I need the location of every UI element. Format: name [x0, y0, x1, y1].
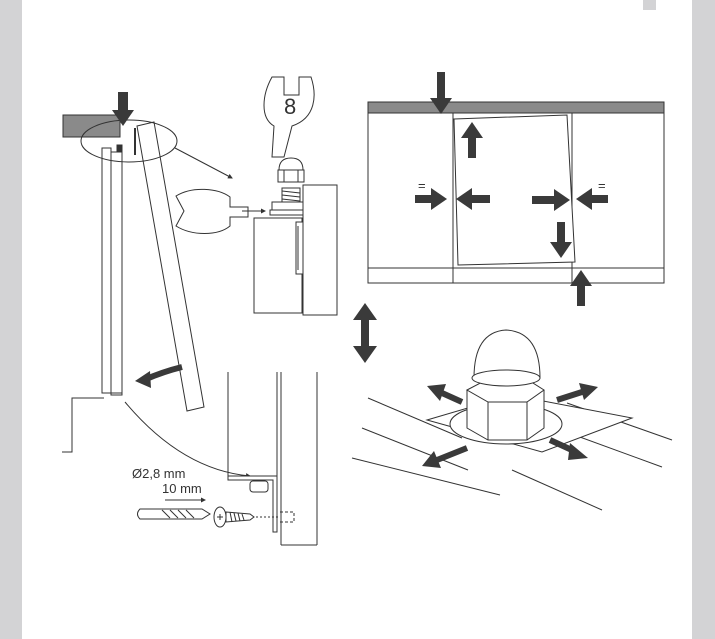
left-down-arrow-icon: [422, 445, 469, 468]
cabinet-side-panel: [101, 147, 112, 394]
left-arrow-icon: [576, 188, 608, 210]
up-arrow-icon: [570, 270, 592, 306]
equal-mark-right: =: [598, 178, 606, 193]
plinth-outline: [62, 397, 104, 453]
right-up-arrow-icon: [556, 383, 598, 403]
drill-bit-icon: [137, 508, 211, 520]
side-wrench-icon: [175, 188, 249, 234]
up-arrow-icon: [461, 122, 483, 158]
down-arrow-icon: [112, 92, 134, 126]
worktop-block: [62, 114, 121, 138]
cap-nut-icon: [278, 157, 304, 171]
side-view-figure: [62, 114, 251, 479]
wrench-icon: [263, 76, 315, 158]
nut-detail-figure: [175, 76, 338, 316]
drill-depth-label: 10 mm: [162, 481, 202, 496]
down-arrow-icon: [550, 222, 572, 258]
instruction-page: 8: [22, 0, 692, 639]
right-arrow-icon: [532, 189, 570, 211]
page-corner-tab: [643, 0, 656, 10]
mounting-bracket: [227, 475, 278, 533]
drill-diameter-label: Ø2,8 mm: [132, 466, 185, 481]
front-view-figure: [367, 101, 665, 284]
wrench-size-label: 8: [284, 94, 296, 119]
cap-nut-figure: [351, 329, 673, 511]
alignment-arrows: [415, 72, 608, 306]
threaded-bolt: [281, 187, 301, 203]
misaligned-door: [453, 114, 576, 266]
assembly-diagram: 8: [62, 72, 673, 546]
curved-arrow-icon: [135, 364, 183, 388]
bracket-detail-figure: [137, 372, 318, 546]
left-arrow-icon: [456, 188, 490, 210]
dome-cap: [473, 329, 541, 379]
left-up-arrow-icon: [427, 384, 464, 405]
zoom-leader: [174, 147, 233, 179]
magnifier-circle: [80, 119, 178, 163]
screw-icon: [213, 506, 255, 528]
double-arrow-icon: [353, 303, 377, 363]
right-down-arrow-icon: [548, 437, 588, 460]
down-arrow-icon: [430, 72, 452, 114]
right-arrow-icon: [415, 188, 447, 210]
adjust-arrows: [422, 383, 598, 468]
tilted-door: [136, 121, 205, 412]
equal-mark-left: =: [418, 178, 426, 193]
front-worktop: [367, 101, 665, 114]
cabinet-front-panel: [110, 151, 123, 396]
bottom-leader: [124, 401, 251, 479]
